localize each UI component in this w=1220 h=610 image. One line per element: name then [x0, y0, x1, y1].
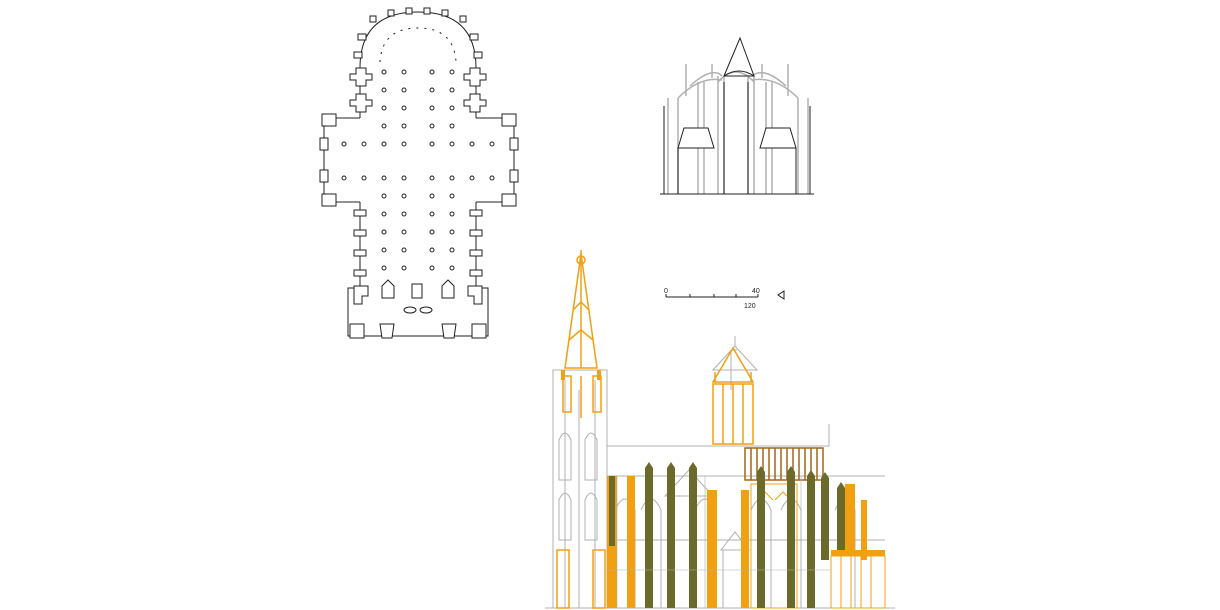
- scale-label-start: 0: [664, 288, 668, 295]
- floor-plan: [318, 6, 530, 350]
- pier-grid: [341, 69, 495, 271]
- scale-label-mid: 40: [752, 288, 760, 295]
- floor-plan-drawing: [319, 7, 519, 339]
- side-elevation-drawing: [545, 250, 895, 609]
- cross-section-drawing: [660, 36, 814, 195]
- scale-bar: 0 40 120: [660, 284, 790, 310]
- flying-buttresses: [609, 462, 845, 608]
- cross-section: [660, 36, 814, 200]
- side-elevation: [545, 250, 895, 610]
- scale-label-end: 120: [744, 303, 756, 310]
- north-arrow-icon: [777, 290, 785, 300]
- apse-ambulatory: [379, 27, 457, 63]
- scale-bar-drawing: 0 40 120: [664, 288, 785, 310]
- apse-outline: [359, 11, 477, 69]
